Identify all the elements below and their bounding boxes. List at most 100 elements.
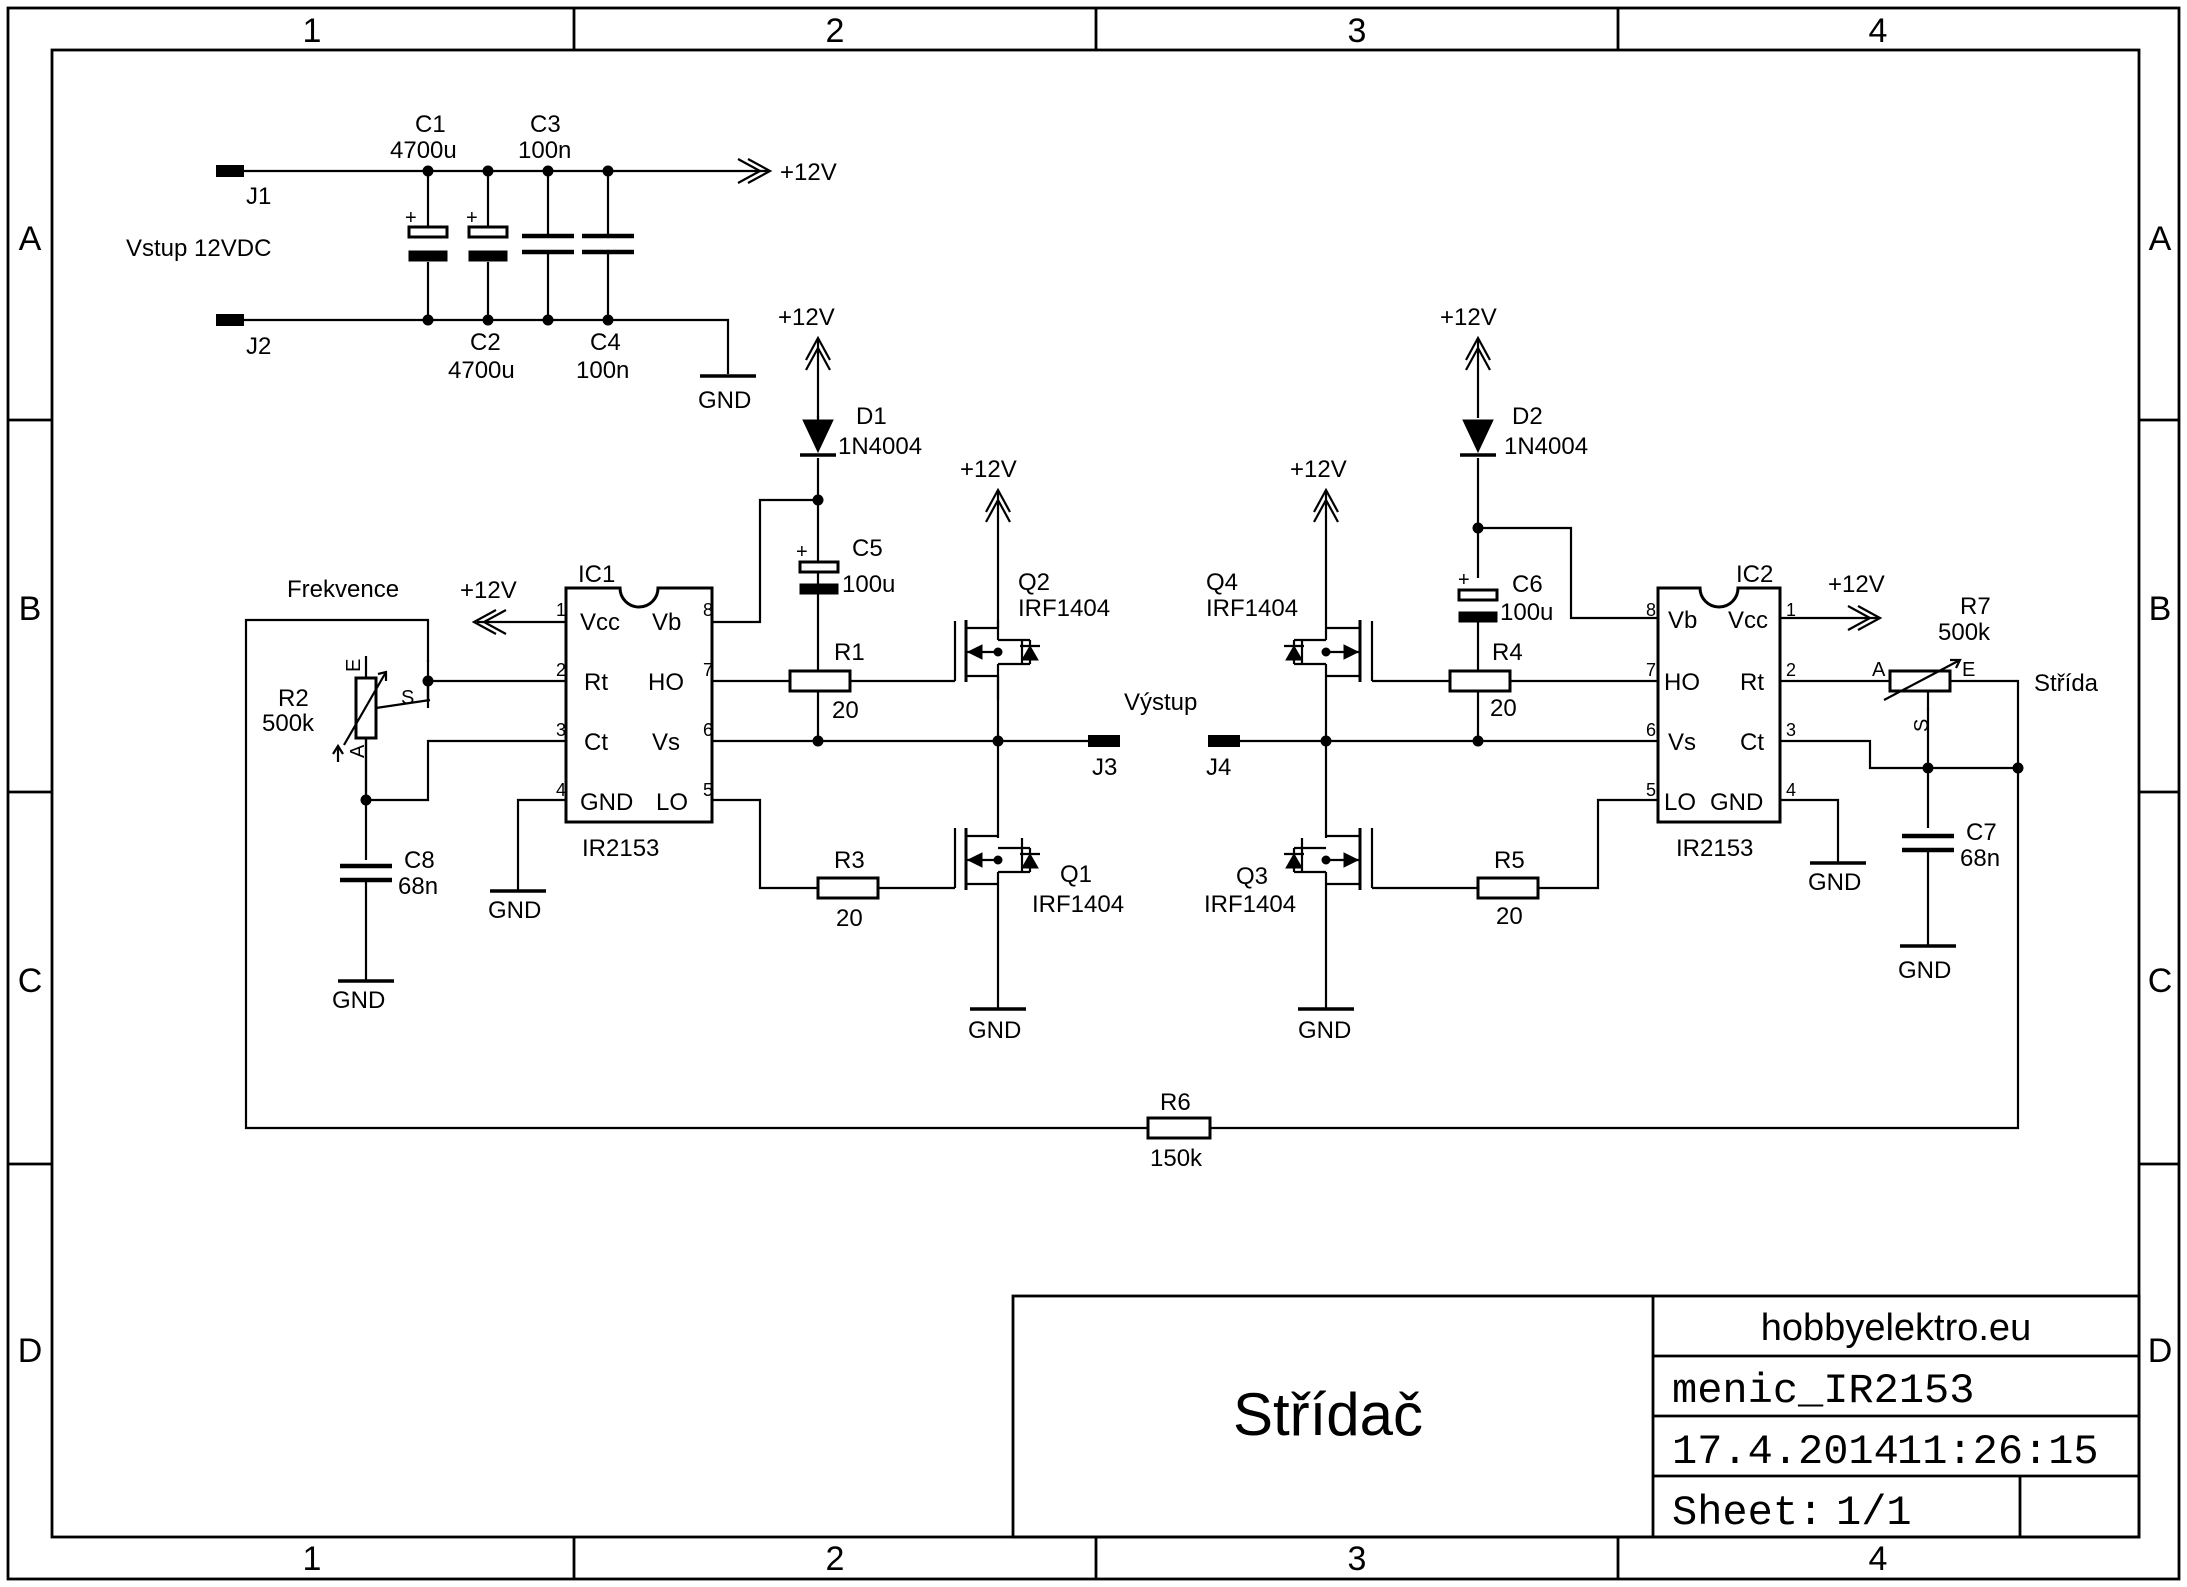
capacitor-c7: C7 68n: [1902, 819, 2000, 872]
svg-text:Vcc: Vcc: [1728, 607, 1768, 634]
svg-text:D2: D2: [1512, 403, 1543, 430]
mosfet-q2: Q2 IRF1404: [953, 569, 1110, 700]
svg-text:Q3: Q3: [1236, 863, 1268, 890]
svg-text:+: +: [405, 207, 417, 229]
svg-text:IRF1404: IRF1404: [1206, 595, 1298, 622]
diode-d1: D1 1N4004: [800, 403, 922, 460]
row-label: B: [19, 590, 42, 628]
svg-text:Vs: Vs: [652, 729, 680, 756]
svg-text:20: 20: [1490, 695, 1517, 722]
svg-text:IRF1404: IRF1404: [1204, 891, 1296, 918]
svg-text:+12V: +12V: [1440, 304, 1497, 331]
connector-j1: J1: [216, 165, 271, 210]
svg-text:IRF1404: IRF1404: [1032, 891, 1124, 918]
svg-text:R2: R2: [278, 685, 309, 712]
column-label: 1: [303, 1540, 322, 1578]
svg-text:+: +: [796, 541, 808, 563]
capacitor-c5: + C5 100u: [796, 535, 895, 598]
supply-arrow-right-ic2: +12V: [1828, 571, 1885, 631]
supply-arrow-up-q4: +12V: [1290, 456, 1347, 523]
connector-j2: J2: [216, 314, 271, 360]
svg-text:IR2153: IR2153: [1676, 835, 1753, 862]
svg-text:6: 6: [1646, 720, 1656, 740]
connector-j3: J3: [1088, 735, 1120, 781]
svg-text:7: 7: [703, 660, 713, 680]
sheet-label: Sheet:: [1672, 1489, 1823, 1537]
svg-text:E: E: [343, 659, 365, 672]
capacitor-c2: + C2 4700u: [448, 207, 515, 384]
ground-symbol-ic1: GND: [488, 889, 546, 924]
column-label: 4: [1869, 12, 1888, 50]
svg-text:100n: 100n: [576, 357, 629, 384]
svg-text:5: 5: [703, 780, 713, 800]
svg-text:8: 8: [1646, 600, 1656, 620]
svg-text:J2: J2: [246, 333, 271, 360]
svg-text:4: 4: [556, 780, 566, 800]
website-text: hobbyelektro.eu: [1761, 1307, 2031, 1349]
svg-text:R4: R4: [1492, 639, 1523, 666]
resistor-r6: R6 150k: [1146, 1089, 1212, 1172]
svg-text:C5: C5: [852, 535, 883, 562]
svg-text:J3: J3: [1092, 754, 1117, 781]
svg-text:20: 20: [1496, 903, 1523, 930]
svg-text:IC1: IC1: [578, 561, 615, 588]
svg-text:500k: 500k: [1938, 619, 1991, 646]
svg-text:J1: J1: [246, 183, 271, 210]
drawing-title: Střídač: [1233, 1381, 1423, 1448]
filename-text: menic_IR2153: [1672, 1367, 1974, 1415]
ic-ic1-ir2153: IC1 IR2153 Vcc Rt Ct GND Vb HO Vs LO 1 2…: [556, 561, 714, 862]
mosfet-q1: Q1 IRF1404: [953, 828, 1124, 918]
resistor-r1: R1 20: [788, 639, 865, 724]
svg-text:Vcc: Vcc: [580, 609, 620, 636]
date-text: 17.4.2014: [1672, 1428, 1899, 1476]
frame-zone-labels: 1 2 3 4 1 2 3 4 A B C D A B C D: [18, 12, 2173, 1578]
svg-text:68n: 68n: [1960, 845, 2000, 872]
connector-j4: J4: [1206, 735, 1240, 781]
svg-text:2: 2: [556, 660, 566, 680]
svg-text:C7: C7: [1966, 819, 1997, 846]
svg-text:GND: GND: [332, 987, 385, 1014]
svg-text:GND: GND: [1808, 869, 1861, 896]
svg-text:J4: J4: [1206, 754, 1231, 781]
svg-text:Q2: Q2: [1018, 569, 1050, 596]
svg-text:C1: C1: [415, 111, 446, 138]
sheet-value: 1/1: [1836, 1489, 1912, 1537]
svg-text:7: 7: [1646, 660, 1656, 680]
svg-text:LO: LO: [1664, 789, 1696, 816]
potentiometer-r2: R2 500k E A S: [262, 656, 431, 800]
svg-text:GND: GND: [580, 789, 633, 816]
ground-symbol-q3: GND: [1298, 1007, 1354, 1044]
potentiometer-r7: R7 500k A E S: [1872, 593, 1991, 732]
row-label: A: [2149, 220, 2172, 258]
svg-text:68n: 68n: [398, 873, 438, 900]
svg-text:20: 20: [836, 905, 863, 932]
resistor-r5: R5 20: [1476, 847, 1540, 930]
svg-text:4700u: 4700u: [390, 137, 457, 164]
svg-text:GND: GND: [1298, 1017, 1351, 1044]
ground-symbol-c8: GND: [332, 979, 394, 1014]
svg-text:GND: GND: [1710, 789, 1763, 816]
svg-text:Q4: Q4: [1206, 569, 1238, 596]
svg-text:IR2153: IR2153: [582, 835, 659, 862]
row-label: C: [2148, 962, 2173, 1000]
svg-text:GND: GND: [698, 387, 751, 414]
svg-text:Vs: Vs: [1668, 729, 1696, 756]
column-label: 2: [826, 1540, 845, 1578]
capacitor-c8: C8 68n: [340, 847, 438, 900]
row-label: B: [2149, 590, 2172, 628]
svg-text:100u: 100u: [842, 571, 895, 598]
svg-text:+12V: +12V: [780, 159, 837, 186]
row-label: C: [18, 962, 43, 1000]
svg-text:R3: R3: [834, 847, 865, 874]
svg-text:E: E: [1962, 659, 1975, 681]
svg-text:100u: 100u: [1500, 599, 1553, 626]
svg-text:1N4004: 1N4004: [838, 433, 922, 460]
svg-text:R7: R7: [1960, 593, 1991, 620]
svg-text:A: A: [1872, 659, 1886, 681]
title-block: Střídač hobbyelektro.eu menic_IR2153 17.…: [1011, 1294, 2141, 1539]
resistor-r4: R4 20: [1448, 639, 1523, 722]
svg-text:GND: GND: [968, 1017, 1021, 1044]
svg-text:C8: C8: [404, 847, 435, 874]
svg-text:GND: GND: [488, 897, 541, 924]
output-label: Výstup: [1124, 689, 1197, 716]
